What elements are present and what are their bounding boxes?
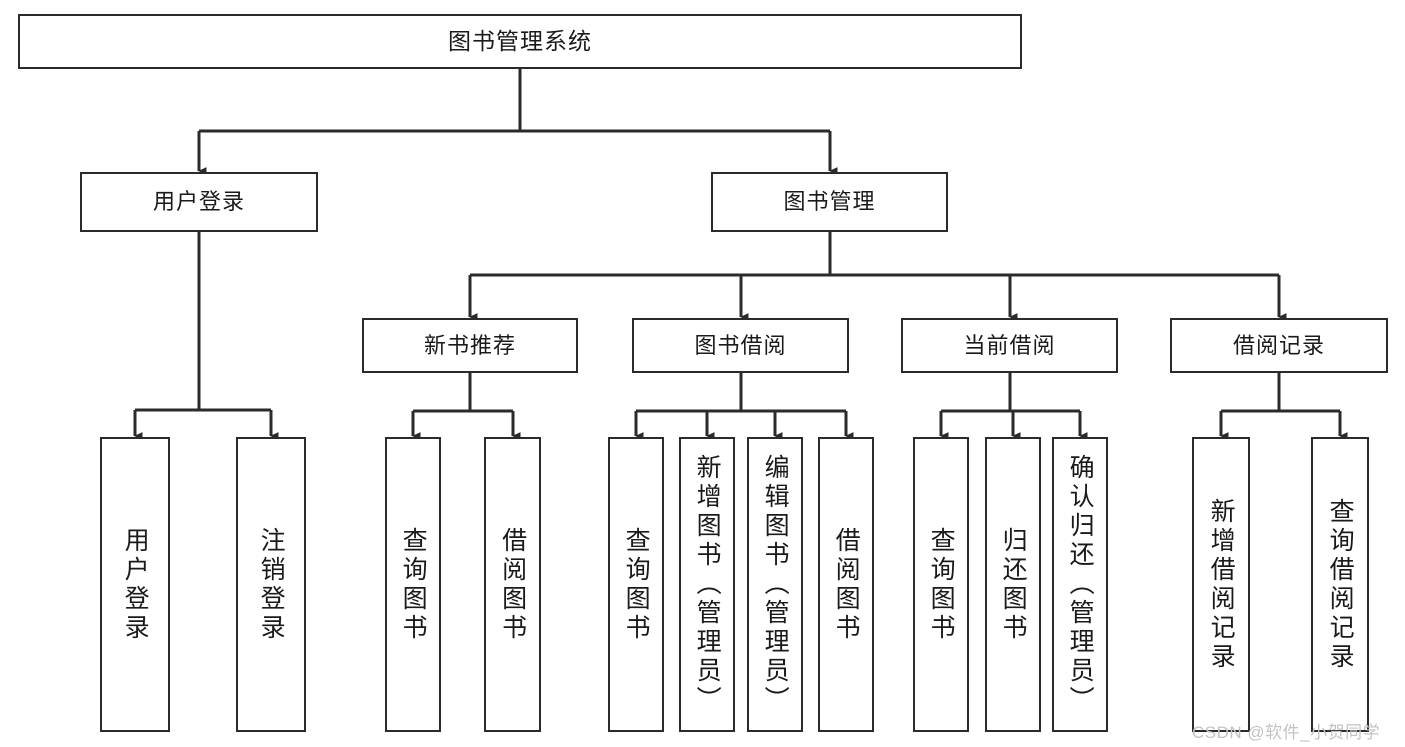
node-leaf-return-book[interactable]: 归还图书 <box>985 437 1041 732</box>
node-leaf-borrow-book-b[interactable]: 借阅图书 <box>818 437 874 732</box>
node-leaf-query-record[interactable]: 查询借阅记录 <box>1311 437 1369 732</box>
node-leaf-user-login[interactable]: 用户登录 <box>100 437 170 732</box>
node-book-borrow[interactable]: 图书借阅 <box>632 318 849 373</box>
node-label-leaf-return-book: 归还图书 <box>999 526 1028 643</box>
node-label-user-login: 用户登录 <box>152 189 245 215</box>
node-label-leaf-query-book-b: 查询图书 <box>622 526 651 643</box>
node-current-borrow[interactable]: 当前借阅 <box>901 318 1118 373</box>
node-label-leaf-query-book-c: 查询图书 <box>927 526 956 643</box>
csdn-watermark: CSDN @软件_小贺同学 <box>1192 723 1381 742</box>
node-label-leaf-add-record: 新增借阅记录 <box>1207 497 1236 672</box>
node-label-leaf-edit-book: 编辑图书（管理员） <box>761 454 790 715</box>
node-label-leaf-add-book: 新增图书（管理员） <box>693 454 722 715</box>
node-label-leaf-borrow-book-b: 借阅图书 <box>832 526 861 643</box>
node-root[interactable]: 图书管理系统 <box>18 14 1022 69</box>
node-leaf-add-record[interactable]: 新增借阅记录 <box>1192 437 1250 732</box>
node-leaf-edit-book[interactable]: 编辑图书（管理员） <box>747 437 803 732</box>
node-leaf-user-logout[interactable]: 注销登录 <box>236 437 306 732</box>
node-label-book-borrow: 图书借阅 <box>694 332 787 358</box>
node-leaf-query-book-c[interactable]: 查询图书 <box>913 437 969 732</box>
node-label-leaf-borrow-book-a: 借阅图书 <box>498 526 527 643</box>
node-label-borrow-record: 借阅记录 <box>1232 332 1325 358</box>
node-leaf-add-book[interactable]: 新增图书（管理员） <box>679 437 735 732</box>
node-label-leaf-user-login: 用户登录 <box>121 526 150 643</box>
node-label-book-manage: 图书管理 <box>783 189 876 215</box>
node-label-leaf-query-book-a: 查询图书 <box>399 526 428 643</box>
node-label-root: 图书管理系统 <box>448 27 592 54</box>
node-book-manage[interactable]: 图书管理 <box>711 172 948 232</box>
node-label-new-book-rec: 新书推荐 <box>423 332 516 358</box>
node-leaf-query-book-b[interactable]: 查询图书 <box>608 437 664 732</box>
node-label-leaf-confirm-return: 确认归还（管理员） <box>1066 454 1095 715</box>
node-label-leaf-query-record: 查询借阅记录 <box>1326 497 1355 672</box>
node-new-book-rec[interactable]: 新书推荐 <box>362 318 578 373</box>
node-leaf-query-book-a[interactable]: 查询图书 <box>385 437 441 732</box>
node-label-leaf-user-logout: 注销登录 <box>257 526 286 643</box>
node-leaf-confirm-return[interactable]: 确认归还（管理员） <box>1052 437 1108 732</box>
node-user-login[interactable]: 用户登录 <box>80 172 318 232</box>
node-label-current-borrow: 当前借阅 <box>963 332 1056 358</box>
node-borrow-record[interactable]: 借阅记录 <box>1170 318 1388 373</box>
node-leaf-borrow-book-a[interactable]: 借阅图书 <box>484 437 541 732</box>
